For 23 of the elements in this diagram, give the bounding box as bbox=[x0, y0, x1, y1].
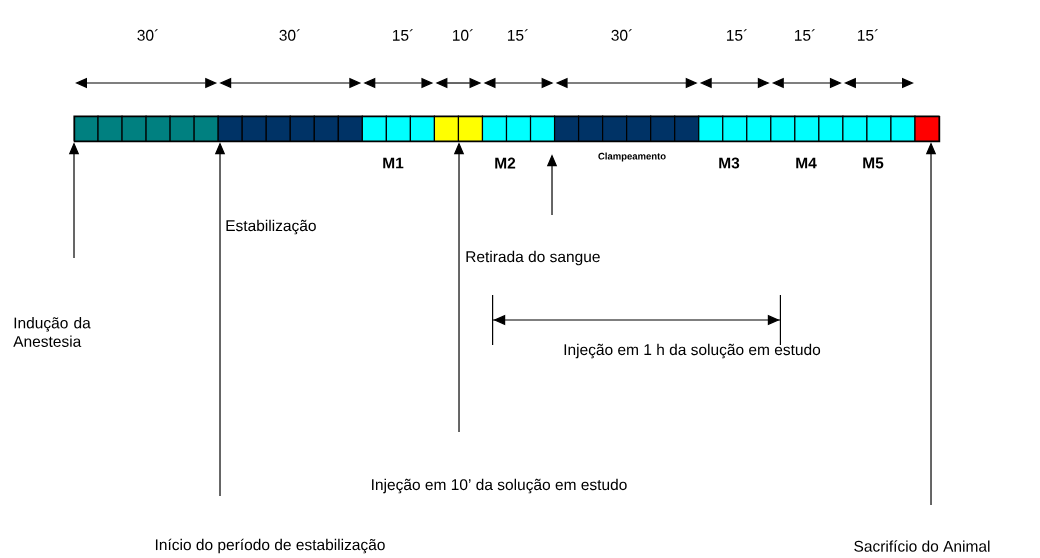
step-label: Sacrifício do Animal bbox=[854, 540, 990, 552]
phase-label: Clampeamento bbox=[598, 152, 666, 162]
duration-label: 15´ bbox=[508, 29, 528, 41]
duration-label: 15´ bbox=[393, 29, 413, 41]
phase-label: M1 bbox=[383, 157, 404, 169]
duration-label: 15´ bbox=[858, 29, 878, 41]
duration-label: 15´ bbox=[795, 29, 815, 41]
step-label: Injeção em 10’ da solução em estudo bbox=[372, 478, 627, 494]
step-label: Retirada do sangue bbox=[466, 250, 600, 266]
step-label: Indução da Anestesia bbox=[13, 317, 91, 347]
duration-label: 30´ bbox=[611, 29, 632, 41]
phase-label: M2 bbox=[495, 157, 516, 169]
phase-label: Estabilização bbox=[226, 219, 316, 235]
step-label: Início do período de estabilização bbox=[155, 538, 385, 554]
phase-label: M4 bbox=[796, 157, 817, 169]
phase-label: M3 bbox=[719, 157, 740, 169]
duration-label: 10´ bbox=[453, 29, 473, 41]
duration-label: 15´ bbox=[727, 29, 747, 41]
dimension-label: Injeção em 1 h da solução em estudo bbox=[564, 343, 821, 359]
duration-label: 30´ bbox=[137, 29, 158, 41]
phase-label: M5 bbox=[863, 157, 884, 169]
duration-label: 30´ bbox=[279, 29, 300, 41]
timeline-bar bbox=[73, 115, 941, 143]
